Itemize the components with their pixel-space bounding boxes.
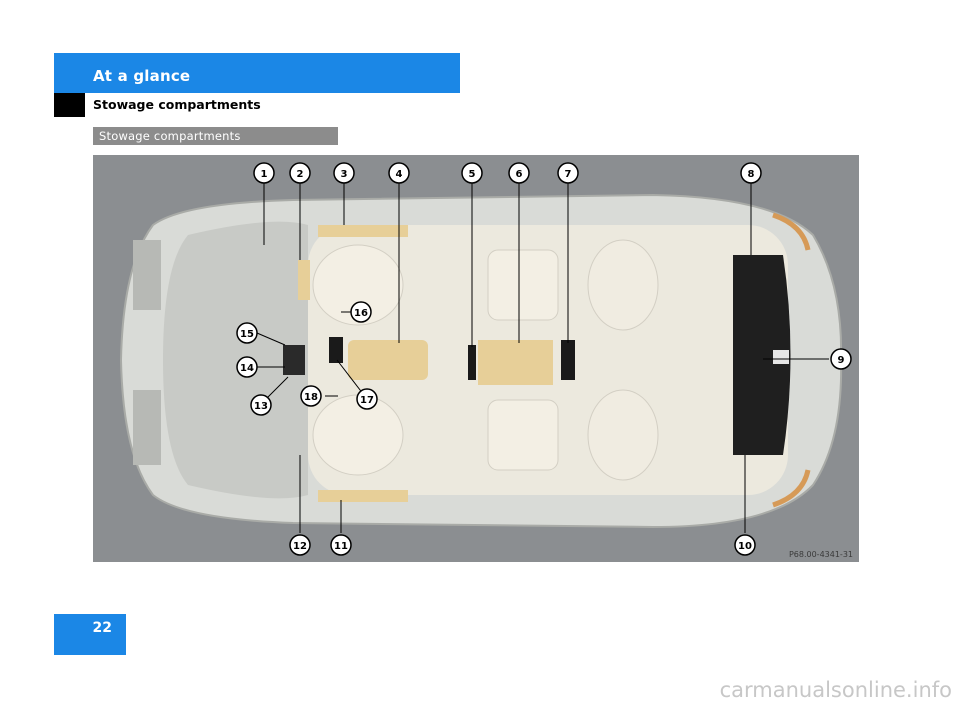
svg-text:15: 15 [240, 329, 254, 340]
cargo-handle [773, 350, 789, 364]
callout-9: 9 [830, 348, 852, 370]
callout-7: 7 [557, 162, 579, 184]
callout-10: 10 [734, 534, 756, 556]
callout-6: 6 [508, 162, 530, 184]
svg-text:9: 9 [838, 355, 845, 366]
svg-text:7: 7 [565, 169, 572, 180]
section-title: At a glance [93, 67, 191, 85]
section-header: At a glance [54, 53, 460, 93]
rear-lamp-right [772, 212, 811, 251]
callout-1: 1 [253, 162, 275, 184]
svg-text:17: 17 [360, 395, 374, 406]
svg-text:8: 8 [748, 169, 755, 180]
stowage-door-pocket-front-right [318, 225, 408, 237]
callout-12: 12 [289, 534, 311, 556]
callout-5: 5 [461, 162, 483, 184]
svg-text:13: 13 [254, 401, 268, 412]
watermark-text: carmanualsonline.info [719, 678, 952, 702]
front-seat-left [312, 394, 404, 476]
callout-17: 17 [356, 388, 378, 410]
stowage-center-console [348, 340, 428, 380]
hood-area [163, 221, 308, 499]
rear-seat-left [487, 399, 559, 471]
svg-text:2: 2 [297, 169, 304, 180]
section-tab-marker [54, 93, 85, 117]
stowage-front-armrest [329, 337, 343, 363]
svg-text:18: 18 [304, 392, 318, 403]
callout-16: 16 [350, 301, 372, 323]
svg-text:3: 3 [341, 169, 348, 180]
stowage-glovebox [298, 260, 310, 300]
vehicle-illustration: 1 2 3 4 5 6 7 8 9 10 11 [119, 162, 852, 556]
stowage-third-row-console [561, 340, 575, 380]
svg-text:14: 14 [240, 363, 254, 374]
svg-text:1: 1 [261, 169, 268, 180]
subsection-bar: Stowage compartments [93, 127, 338, 145]
svg-text:6: 6 [516, 169, 523, 180]
third-row-left [587, 389, 659, 481]
svg-text:12: 12 [293, 541, 307, 552]
svg-text:16: 16 [354, 308, 368, 319]
rear-seat-right [487, 249, 559, 321]
callout-4: 4 [388, 162, 410, 184]
cargo-compartment [733, 255, 791, 455]
third-row-right [587, 239, 659, 331]
front-vent-lower [133, 390, 161, 465]
callout-13: 13 [250, 394, 272, 416]
page-subheading: Stowage compartments [93, 97, 261, 112]
rear-lamp-left [772, 469, 811, 508]
page-number-box: 22 [54, 614, 126, 655]
front-seat-right [312, 244, 404, 326]
figure-code: P68.00-4341-31 [788, 550, 853, 559]
page-number: 22 [92, 620, 112, 636]
callout-15: 15 [236, 322, 258, 344]
svg-text:4: 4 [396, 169, 403, 180]
svg-text:10: 10 [738, 541, 752, 552]
callout-8: 8 [740, 162, 762, 184]
subsection-title: Stowage compartments [99, 129, 241, 143]
callout-14: 14 [236, 356, 258, 378]
callout-11: 11 [330, 534, 352, 556]
callout-18: 18 [300, 385, 322, 407]
svg-text:11: 11 [334, 541, 348, 552]
front-vent-upper [133, 240, 161, 310]
stowage-door-pocket-front-left [318, 490, 408, 502]
callout-2: 2 [289, 162, 311, 184]
dashboard-controls [283, 345, 305, 375]
stowage-second-row-armrest [478, 340, 553, 385]
vehicle-overhead-figure: 1 2 3 4 5 6 7 8 9 10 11 [93, 155, 859, 562]
stowage-second-row-left [468, 345, 476, 380]
svg-text:5: 5 [469, 169, 476, 180]
callout-3: 3 [333, 162, 355, 184]
